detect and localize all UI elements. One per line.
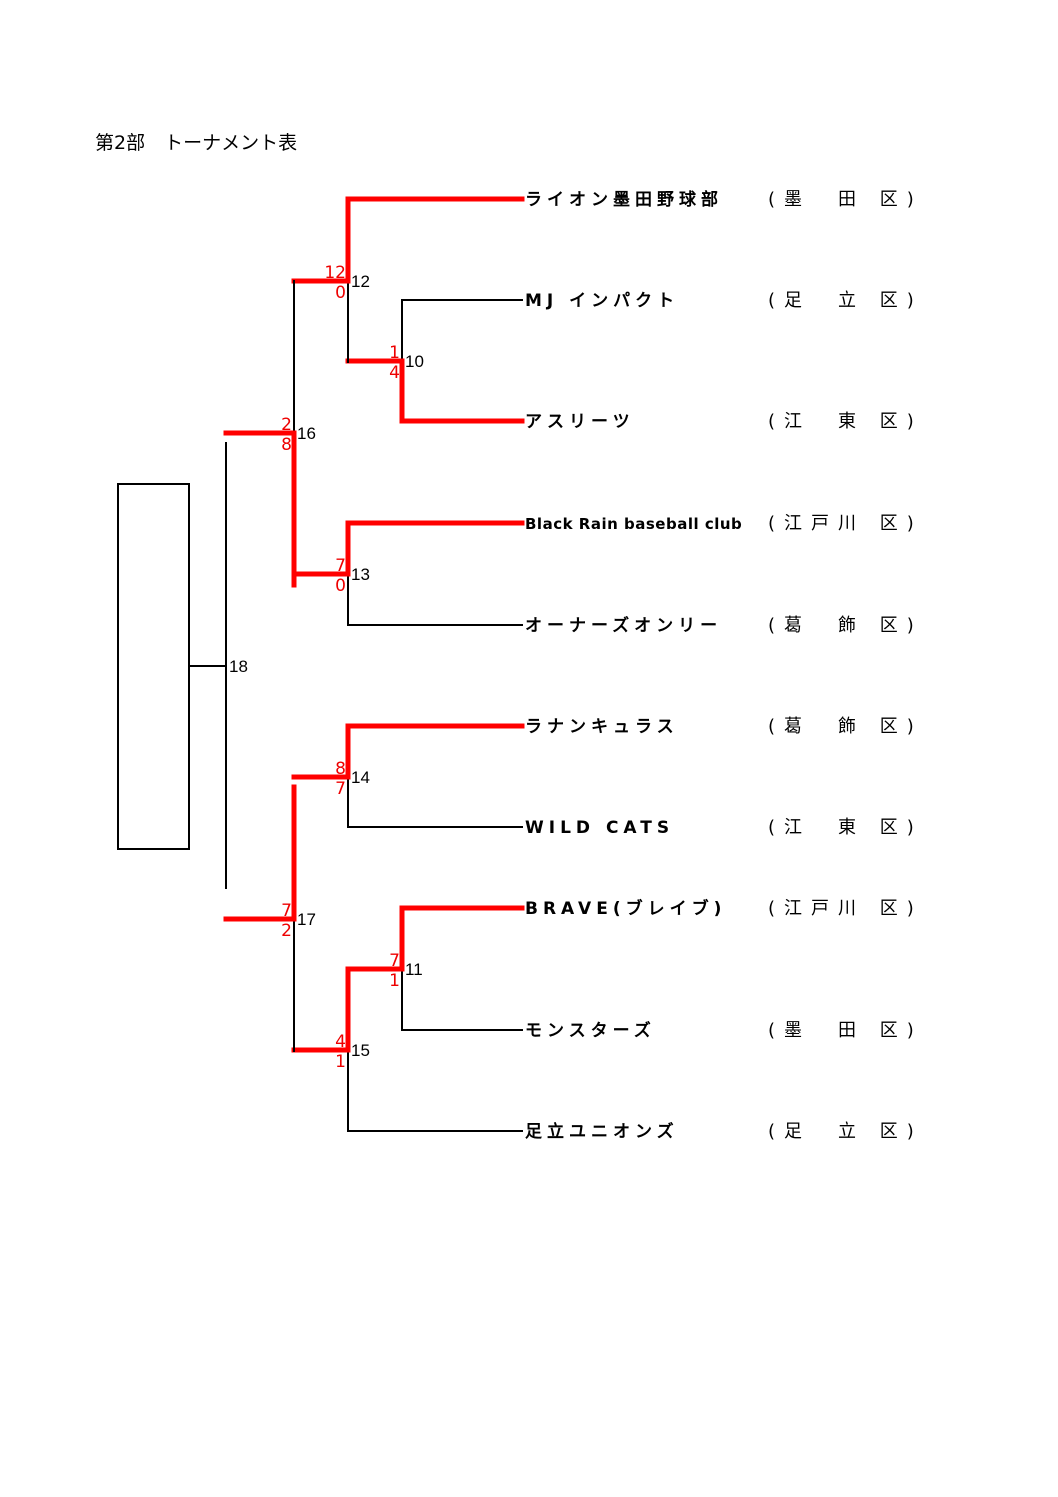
match-number: 13 (351, 565, 370, 584)
team-region: (江戸川 区) (768, 513, 923, 534)
team-name: モンスターズ (525, 1020, 656, 1041)
score-top: 12 (324, 263, 346, 283)
team-name: ラナンキュラス (525, 717, 679, 737)
score-bottom: 8 (281, 435, 292, 455)
bracket-lines (188, 196, 525, 1132)
score-top: 7 (335, 556, 346, 576)
team-name: MJ インパクト (525, 291, 679, 311)
team-region: (足 立 区) (768, 290, 923, 311)
page-title: 第2部 トーナメント表 (95, 132, 298, 154)
score-top: 1 (389, 343, 400, 363)
team-name: オーナーズオンリー (525, 615, 722, 636)
match-number: 17 (297, 910, 316, 929)
team-region: (墨 田 区) (768, 189, 923, 210)
score-bottom: 4 (389, 363, 400, 383)
score-top: 7 (389, 951, 400, 971)
team-region: (江 東 区) (768, 817, 923, 838)
team-name: アスリーツ (525, 412, 635, 432)
match-number: 12 (351, 272, 370, 291)
match-number: 15 (351, 1041, 370, 1060)
team-region: (江戸川 区) (768, 898, 923, 919)
score-bottom: 7 (335, 779, 346, 799)
team-name: Black Rain baseball club (525, 515, 742, 533)
team-region: (墨 田 区) (768, 1020, 923, 1041)
team-name: ライオン墨田野球部 (525, 189, 723, 210)
score-bottom: 0 (335, 576, 346, 596)
score-top: 8 (335, 759, 346, 779)
champion-box (117, 483, 190, 850)
match-number: 10 (405, 352, 424, 371)
team-name: BRAVE(ブレイブ) (525, 898, 726, 919)
team-region: (葛 飾 区) (768, 615, 923, 636)
score-bottom: 0 (335, 283, 346, 303)
match-number: 11 (405, 960, 423, 979)
score-top: 2 (281, 415, 292, 435)
score-top: 7 (281, 901, 292, 921)
score-bottom: 1 (389, 971, 400, 991)
score-bottom: 1 (335, 1052, 346, 1072)
team-region: (足 立 区) (768, 1121, 923, 1142)
match-number: 18 (229, 657, 248, 676)
team-name: WILD CATS (525, 818, 674, 838)
team-name: 足立ユニオンズ (525, 1121, 679, 1142)
team-region: (江 東 区) (768, 411, 923, 432)
team-region: (葛 飾 区) (768, 716, 923, 737)
score-top: 4 (335, 1032, 346, 1052)
match-number: 14 (351, 768, 370, 787)
match-number: 16 (297, 424, 316, 443)
score-bottom: 2 (281, 921, 292, 941)
